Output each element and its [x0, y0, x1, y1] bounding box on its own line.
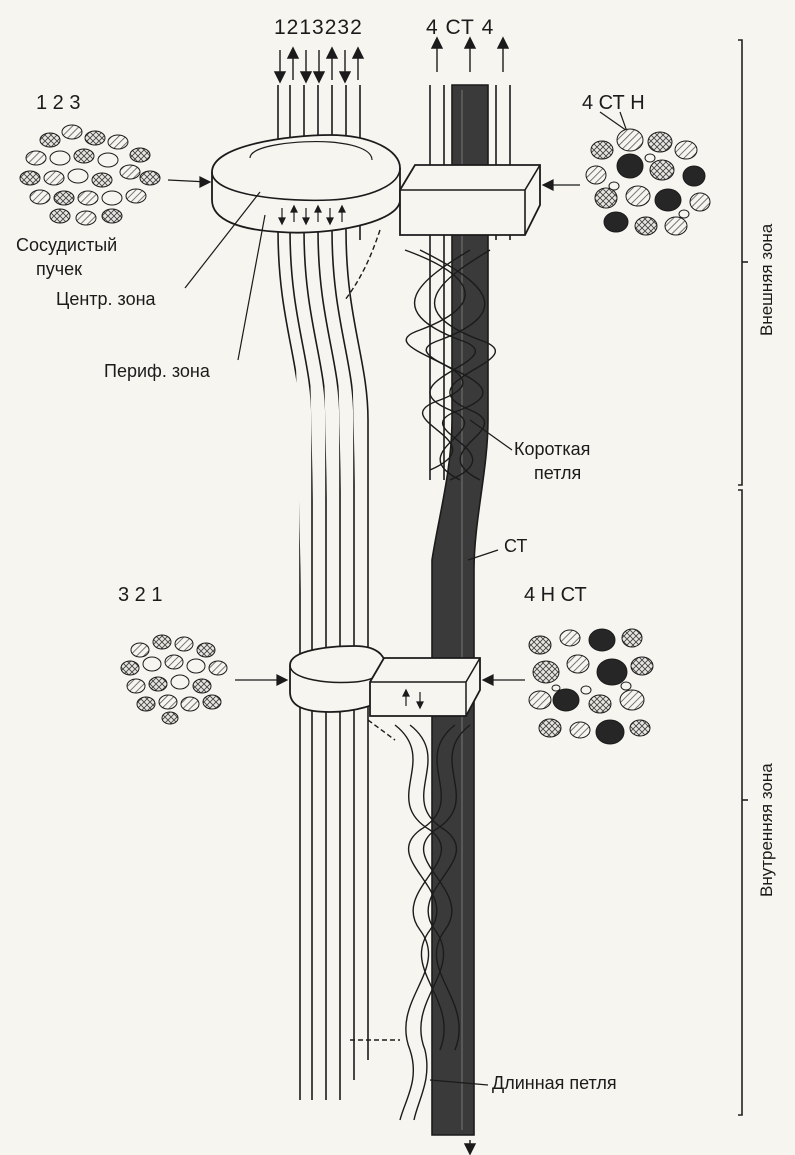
- label-upper-right-codes: 4 СТ Н: [582, 92, 645, 114]
- label-peripheral-zone: Периф. зона: [104, 362, 210, 382]
- collecting-duct: [432, 85, 488, 1135]
- label-vascular-bundle-2: пучек: [36, 260, 82, 280]
- vessel-arrows-top: [275, 48, 363, 82]
- label-short-loop: Короткая: [514, 440, 590, 460]
- cross-section-upper-left: [20, 125, 160, 225]
- label-lower-left-numbers: 3 2 1: [118, 584, 162, 606]
- cross-section-lower-left: [121, 635, 227, 724]
- cross-section-lower-right: [529, 629, 653, 744]
- label-inner-zone: Внутренняя зона: [757, 763, 777, 897]
- zone-bracket-inner: [738, 490, 748, 1115]
- label-long-loop: Длинная петля: [492, 1074, 617, 1094]
- label-outer-zone: Внешняя зона: [757, 224, 777, 336]
- label-duct-codes: 4 СТ 4: [426, 16, 494, 39]
- label-central-zone: Центр. зона: [56, 290, 156, 310]
- upper-duct-ring: [400, 165, 540, 235]
- cross-section-upper-right: [586, 129, 710, 235]
- label-lower-right-codes: 4 Н СТ: [524, 584, 587, 606]
- zone-bracket-outer: [738, 40, 748, 485]
- label-st: СТ: [504, 537, 527, 557]
- label-vascular-bundle: Сосудистый: [16, 236, 117, 256]
- vascular-bundle-tubes: [278, 85, 368, 1100]
- label-short-loop-2: петля: [534, 464, 581, 484]
- lower-duct-ring: [370, 658, 480, 716]
- label-vessel-codes: 1213232: [274, 16, 363, 39]
- label-upper-left-numbers: 1 2 3: [36, 92, 80, 114]
